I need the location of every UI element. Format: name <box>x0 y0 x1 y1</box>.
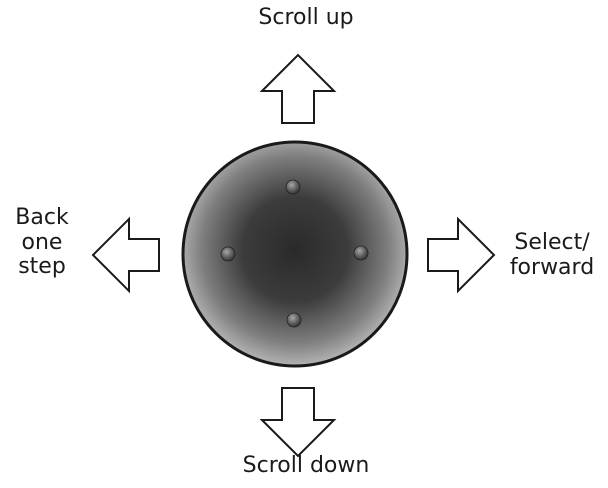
scroll-up-label: Scroll up <box>0 6 608 31</box>
arrow-right-icon <box>428 219 494 291</box>
select-label-line-1: Select/ <box>496 231 608 256</box>
knob-dimple-right <box>354 246 368 260</box>
back-label-line-1: Back <box>4 206 80 231</box>
joystick-knob <box>183 142 407 366</box>
arrow-up-icon <box>262 55 334 123</box>
back-one-step-label: Back one step <box>4 206 80 280</box>
select-label-line-2: forward <box>496 256 608 281</box>
back-label-line-2: one <box>4 231 80 256</box>
scroll-down-label: Scroll down <box>0 454 608 479</box>
knob-dimple-top <box>286 180 300 194</box>
knob-dimple-left <box>221 247 235 261</box>
knob-dimple-bottom <box>287 313 301 327</box>
back-label-line-3: step <box>4 255 80 280</box>
arrow-down-icon <box>262 388 334 456</box>
arrow-left-icon <box>93 219 159 291</box>
select-forward-label: Select/ forward <box>496 231 608 280</box>
